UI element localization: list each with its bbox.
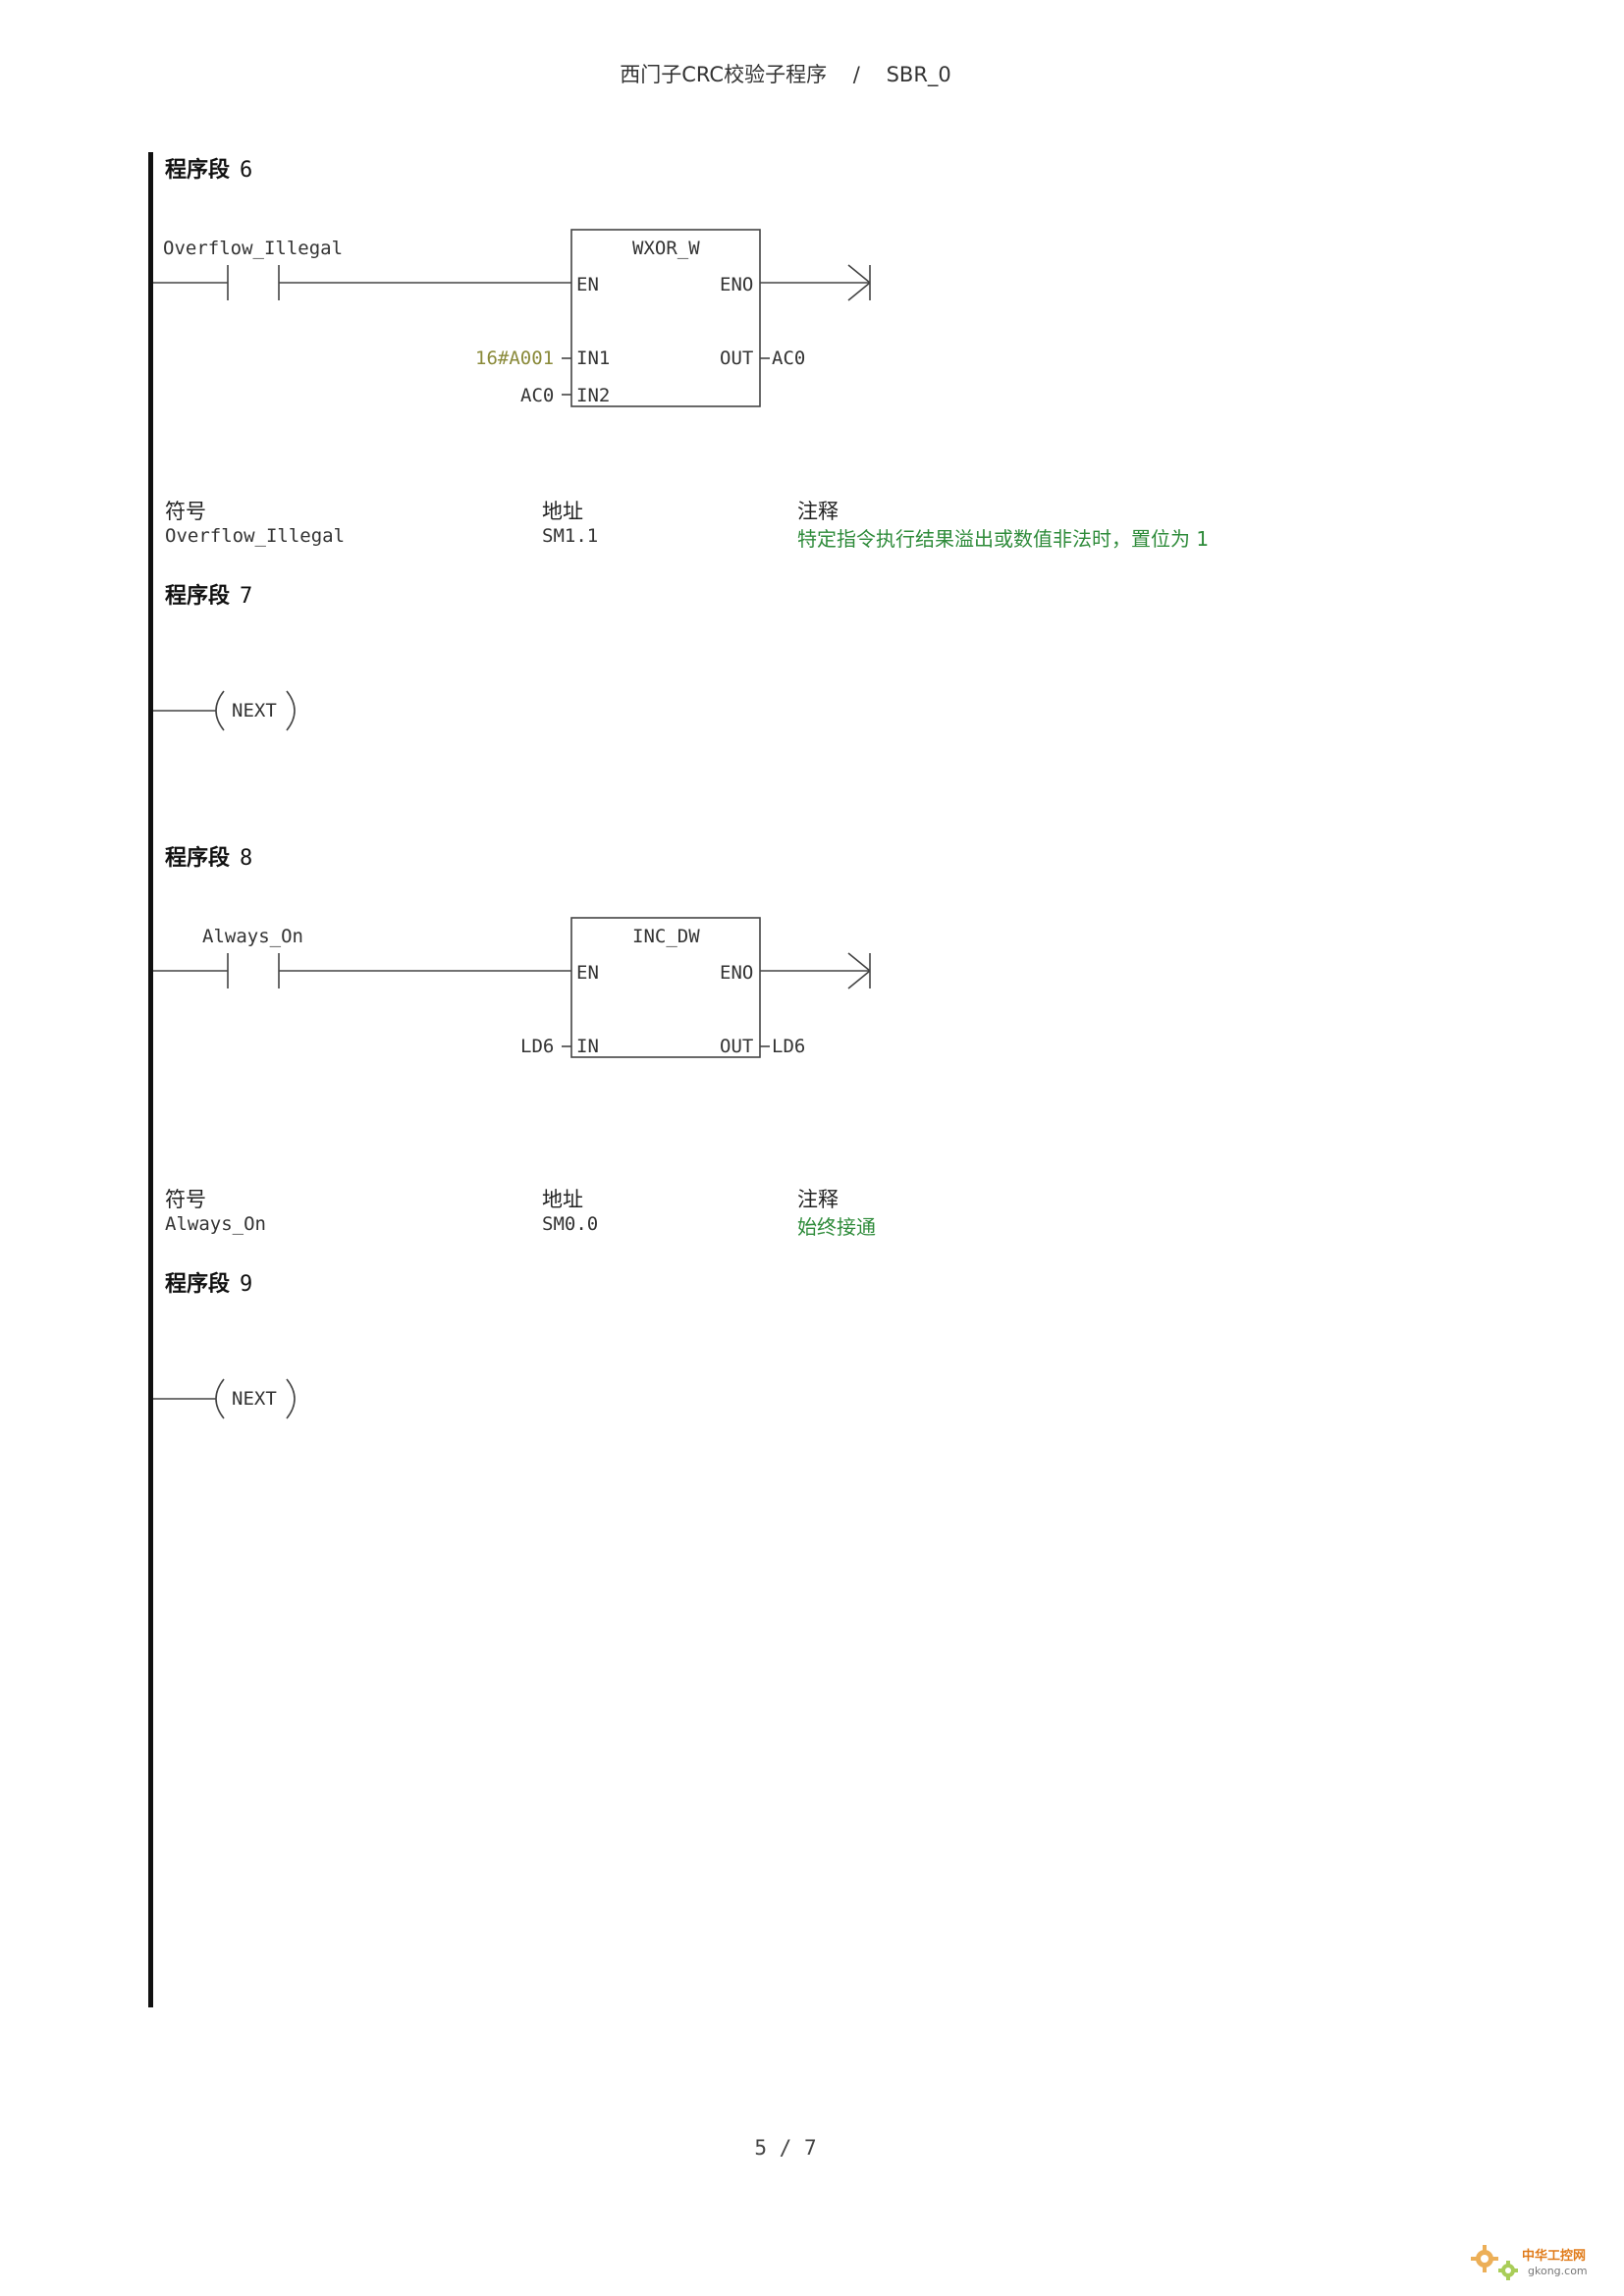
address-cell: SM0.0	[542, 1213, 599, 1235]
pin-in: IN	[576, 1036, 599, 1057]
comment-cell: 始终接通	[797, 1215, 876, 1239]
network-7-title: 程序段 7	[165, 578, 252, 610]
arrow-head	[847, 282, 871, 301]
coil-right-arc	[286, 1378, 296, 1419]
block-name: SBR_0	[886, 63, 951, 86]
network-label: 程序段	[165, 1272, 231, 1297]
network-8-title: 程序段 8	[165, 840, 252, 872]
comment-header: 注释	[797, 1188, 839, 1211]
page-number: 5 / 7	[754, 2136, 817, 2160]
coil-right-arc	[286, 690, 296, 731]
address-cell: SM1.1	[542, 525, 599, 547]
header-separator: /	[852, 63, 860, 86]
symbol-header: 符号	[165, 1188, 206, 1211]
comment-header: 注释	[797, 500, 839, 523]
arrow-head	[847, 970, 871, 989]
pin-in2: IN2	[576, 385, 611, 406]
symbol-header: 符号	[165, 500, 206, 523]
power-rail	[148, 152, 153, 2007]
comment-cell: 特定指令执行结果溢出或数值非法时，置位为 1	[797, 527, 1210, 551]
network-number: 7	[240, 584, 253, 609]
gkong-watermark: 中华工控网 gkong.com	[1469, 2241, 1606, 2284]
contact-label-always-on: Always_On	[202, 926, 303, 947]
pin-in1: IN1	[576, 347, 611, 369]
pin-eno: ENO	[720, 274, 754, 295]
gear-logo-icon	[1471, 2245, 1518, 2280]
pin-out: OUT	[720, 1036, 754, 1057]
next-coil-label: NEXT	[232, 1388, 277, 1410]
network-9-title: 程序段 9	[165, 1266, 252, 1298]
network-number: 8	[240, 846, 253, 871]
network-6-title: 程序段 6	[165, 152, 252, 184]
symbol-cell: Overflow_Illegal	[165, 525, 346, 547]
address-header: 地址	[542, 500, 583, 523]
next-coil-label: NEXT	[232, 700, 277, 721]
network-label: 程序段	[165, 158, 231, 183]
in2-value: AC0	[520, 385, 555, 406]
document-title: 西门子CRC校验子程序	[620, 63, 828, 86]
arrow-head	[847, 952, 871, 972]
pin-eno: ENO	[720, 962, 754, 984]
in1-value: 16#A001	[475, 347, 555, 369]
symbol-cell: Always_On	[165, 1213, 266, 1235]
pin-en: EN	[576, 274, 599, 295]
out-value: AC0	[772, 347, 806, 369]
network-label: 程序段	[165, 846, 231, 871]
network-label: 程序段	[165, 584, 231, 609]
watermark-url: gkong.com	[1528, 2265, 1588, 2277]
inc-dw-box	[570, 917, 761, 1058]
arrow-head	[847, 264, 871, 284]
in-value: LD6	[520, 1036, 555, 1057]
coil-left-arc	[215, 690, 225, 731]
wxor-box	[570, 229, 761, 407]
box-title-wxor: WXOR_W	[632, 238, 700, 259]
network-number: 6	[240, 158, 253, 183]
out-value: LD6	[772, 1036, 806, 1057]
page-header: 西门子CRC校验子程序 / SBR_0	[0, 59, 1571, 88]
box-title-inc-dw: INC_DW	[632, 926, 700, 947]
pin-en: EN	[576, 962, 599, 984]
contact-label-overflow: Overflow_Illegal	[163, 238, 344, 259]
watermark-brand: 中华工控网	[1522, 2249, 1587, 2264]
address-header: 地址	[542, 1188, 583, 1211]
network-number: 9	[240, 1272, 253, 1297]
pin-out: OUT	[720, 347, 754, 369]
coil-left-arc	[215, 1378, 225, 1419]
